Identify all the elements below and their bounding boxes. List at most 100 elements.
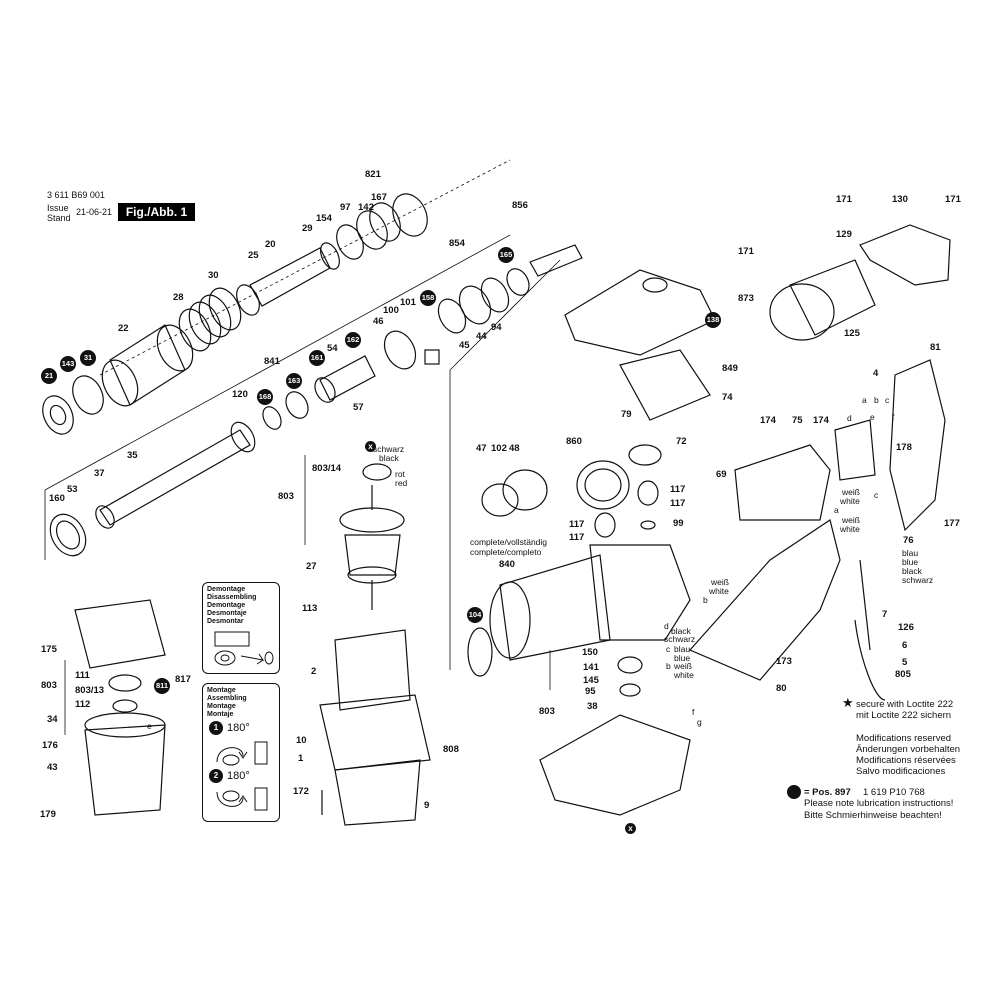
wire-label: blau xyxy=(902,548,919,558)
loctite-note: mit Loctite 222 sichern xyxy=(856,710,952,721)
wire-label: weiß xyxy=(674,661,692,671)
part-label: 97 xyxy=(340,202,351,213)
part-label: 35 xyxy=(127,450,138,461)
lubrication-bullet: 165 xyxy=(498,247,514,263)
part-label: 72 xyxy=(676,436,687,447)
part-label: 849 xyxy=(722,363,738,374)
inset-title-line: Montage xyxy=(207,687,236,694)
wire-label: rot xyxy=(395,469,405,479)
part-label: 171 xyxy=(738,246,754,257)
spindle-part xyxy=(44,234,511,560)
wire-label: weiß xyxy=(711,577,729,587)
wire-label: c xyxy=(874,490,879,500)
part-label: 173 xyxy=(776,656,792,667)
gear-housing-part xyxy=(467,544,691,697)
part-label: 75 xyxy=(792,415,803,426)
part-label: 126 xyxy=(898,622,914,633)
stand-label: Stand xyxy=(47,213,71,223)
part-label: 45 xyxy=(459,340,470,351)
part-label: 174 xyxy=(813,415,829,426)
wire-label: white xyxy=(674,670,694,680)
part-label: 112 xyxy=(75,699,91,710)
part-label: 174 xyxy=(760,415,776,426)
part-label: 54 xyxy=(327,343,338,354)
armature-part xyxy=(304,455,405,610)
wire-label: c xyxy=(885,395,890,405)
side-handle-part xyxy=(769,224,951,341)
wire-label: blue xyxy=(674,653,691,663)
assembly-note: complete/completo xyxy=(470,547,542,557)
part-label: 125 xyxy=(844,328,860,339)
part-label: 803 xyxy=(41,680,57,691)
wire-label: blau xyxy=(674,644,691,654)
part-label: 873 xyxy=(738,293,754,304)
part-label: 803/13 xyxy=(75,685,105,696)
brush-holder-part xyxy=(64,599,166,816)
part-label: 69 xyxy=(716,469,727,480)
wire-label: white xyxy=(709,586,729,596)
lubrication-bullet: 143 xyxy=(60,356,76,372)
part-label: 111 xyxy=(75,670,90,681)
part-label: 100 xyxy=(383,305,399,316)
part-label: 142 xyxy=(358,202,374,213)
disassembly-inset: Demontage Disassembling Demontage Desmon… xyxy=(202,582,280,674)
wire-label: g xyxy=(697,717,702,727)
wire-label: e xyxy=(870,412,875,422)
part-label: 817 xyxy=(175,674,191,685)
wire-label: c xyxy=(666,644,671,654)
part-label: 854 xyxy=(449,238,465,249)
assembly-note: complete/vollständig xyxy=(470,537,548,547)
part-label: 99 xyxy=(673,518,684,529)
loctite-note: secure with Loctite 222 xyxy=(856,699,954,710)
part-label: 117 xyxy=(670,484,686,495)
part-label: 175 xyxy=(41,644,57,655)
part-label: 2 xyxy=(311,666,317,677)
part-label: 1 xyxy=(298,753,304,764)
lubrication-bullet-icon xyxy=(787,785,801,799)
lubrication-bullet: 163 xyxy=(286,373,302,389)
part-label: 7 xyxy=(882,609,888,620)
part-label: 113 xyxy=(302,603,318,614)
rotation-angle: 180° xyxy=(227,770,250,782)
bottom-shell-part xyxy=(539,714,691,816)
part-label: 6 xyxy=(902,640,908,651)
part-label: 47 xyxy=(476,443,487,454)
wire-label: f xyxy=(892,412,895,422)
part-label: 95 xyxy=(585,686,596,697)
part-label: 141 xyxy=(583,662,599,673)
striker-part xyxy=(262,244,583,430)
part-label: 28 xyxy=(173,292,184,303)
wire-label: weiß xyxy=(842,515,860,525)
part-label: 117 xyxy=(569,519,585,530)
part-label: 4 xyxy=(873,368,879,379)
part-label: 34 xyxy=(47,714,58,725)
part-label: 22 xyxy=(118,323,129,334)
part-label: 43 xyxy=(47,762,58,773)
part-label: 167 xyxy=(371,192,387,203)
wire-label: a xyxy=(834,505,839,515)
lubrication-bullet: 31 xyxy=(80,350,96,366)
part-label: 178 xyxy=(896,442,912,453)
wire-label: f xyxy=(692,707,695,717)
lubrication-note: Please note lubrication instructions! xyxy=(804,798,954,809)
lubrication-bullet: 161 xyxy=(309,350,325,366)
wire-label: blue xyxy=(902,557,919,567)
part-label: 37 xyxy=(94,468,105,479)
part-label: 145 xyxy=(583,675,599,686)
inset-title-line: Desmontaje xyxy=(207,610,247,617)
part-label: 38 xyxy=(587,701,598,712)
part-label: 808 xyxy=(443,744,459,755)
part-label: 46 xyxy=(373,316,384,327)
part-label: 130 xyxy=(892,194,908,205)
part-label: 177 xyxy=(944,518,960,529)
rotation-arrow-icon xyxy=(216,741,268,766)
part-label: 805 xyxy=(895,669,911,680)
issue-date: 21-06-21 xyxy=(76,207,113,217)
part-label: 94 xyxy=(491,322,502,333)
part-label: 9 xyxy=(424,800,430,811)
wire-label: d xyxy=(664,621,669,631)
inset-title-line: Desmontar xyxy=(207,618,244,625)
part-label: 102 xyxy=(491,443,507,454)
part-label: 27 xyxy=(306,561,317,572)
wire-label: schwarz xyxy=(373,444,405,454)
